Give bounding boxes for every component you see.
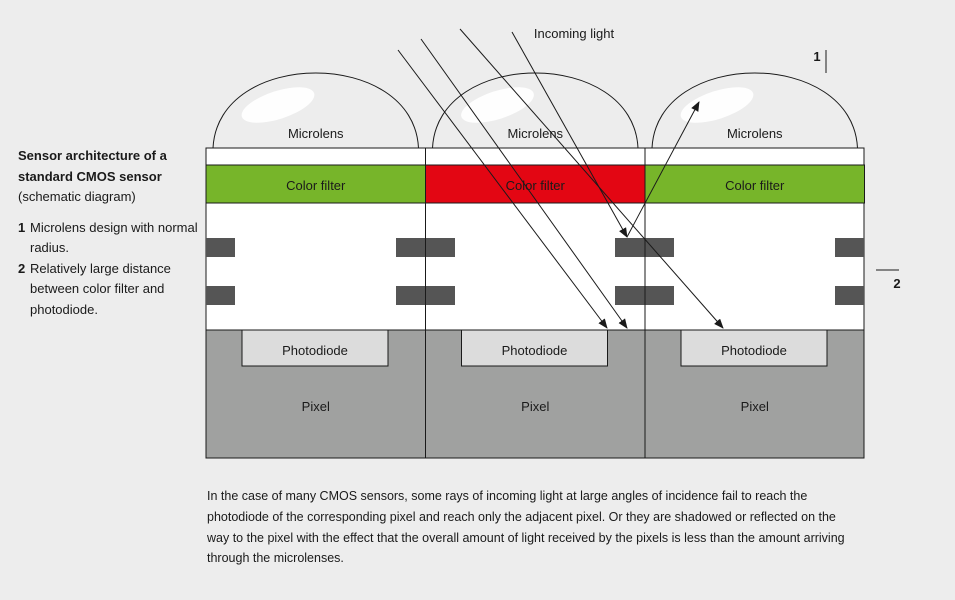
caption-text: In the case of many CMOS sensors, some r… <box>207 489 845 566</box>
metal-wiring-block <box>835 286 864 305</box>
microlens-label: Microlens <box>288 126 344 141</box>
lens-base-layer <box>205 147 865 166</box>
note-text: Microlens design with normal radius. <box>30 219 198 256</box>
notes-list: 1 Microlens design with normal radius. 2… <box>18 218 198 321</box>
incoming-light-label: Incoming light <box>534 26 615 41</box>
photodiode-box <box>461 329 608 367</box>
light-ray <box>397 49 608 329</box>
photodiode-box <box>241 329 389 367</box>
light-ray <box>459 28 724 329</box>
color-filter-label: Color filter <box>725 178 785 193</box>
sidebar-subtitle: (schematic diagram) <box>18 189 136 204</box>
metal-wiring-block <box>206 238 235 257</box>
color-filter <box>205 164 426 204</box>
light-ray <box>511 31 628 238</box>
marker-1-label: 1 <box>813 49 820 64</box>
note-number: 2 <box>18 260 26 276</box>
note-number: 1 <box>18 219 26 235</box>
pixel-label: Pixel <box>741 399 769 414</box>
photodiode-label: Photodiode <box>721 343 787 358</box>
pixel-label: Pixel <box>521 399 549 414</box>
photodiode-box <box>680 329 828 367</box>
note-item: 2 Relatively large distance between colo… <box>18 259 198 321</box>
color-filter-label: Color filter <box>286 178 346 193</box>
microlens-label: Microlens <box>727 126 783 141</box>
light-ray <box>420 38 628 329</box>
note-text: Relatively large distance between color … <box>30 260 171 317</box>
lens-highlight <box>241 87 315 123</box>
color-filter-label: Color filter <box>506 178 566 193</box>
microlens-dome <box>651 72 858 149</box>
sidebar: Sensor architecture of a standard CMOS s… <box>18 146 198 320</box>
marker-2-label: 2 <box>893 276 900 291</box>
metal-wiring-block <box>206 286 235 305</box>
light-ray <box>626 101 700 238</box>
sidebar-title: Sensor architecture of a standard CMOS s… <box>18 148 167 184</box>
microlens-label: Microlens <box>507 126 563 141</box>
metal-wiring-block <box>835 238 864 257</box>
photodiode-label: Photodiode <box>282 343 348 358</box>
microlens-dome <box>212 72 419 149</box>
lens-highlight <box>680 87 754 123</box>
metal-layer-region <box>205 202 865 331</box>
pixel-label: Pixel <box>302 399 330 414</box>
note-item: 1 Microlens design with normal radius. <box>18 218 198 259</box>
lens-highlight <box>461 87 534 123</box>
photodiode-label: Photodiode <box>502 343 568 358</box>
